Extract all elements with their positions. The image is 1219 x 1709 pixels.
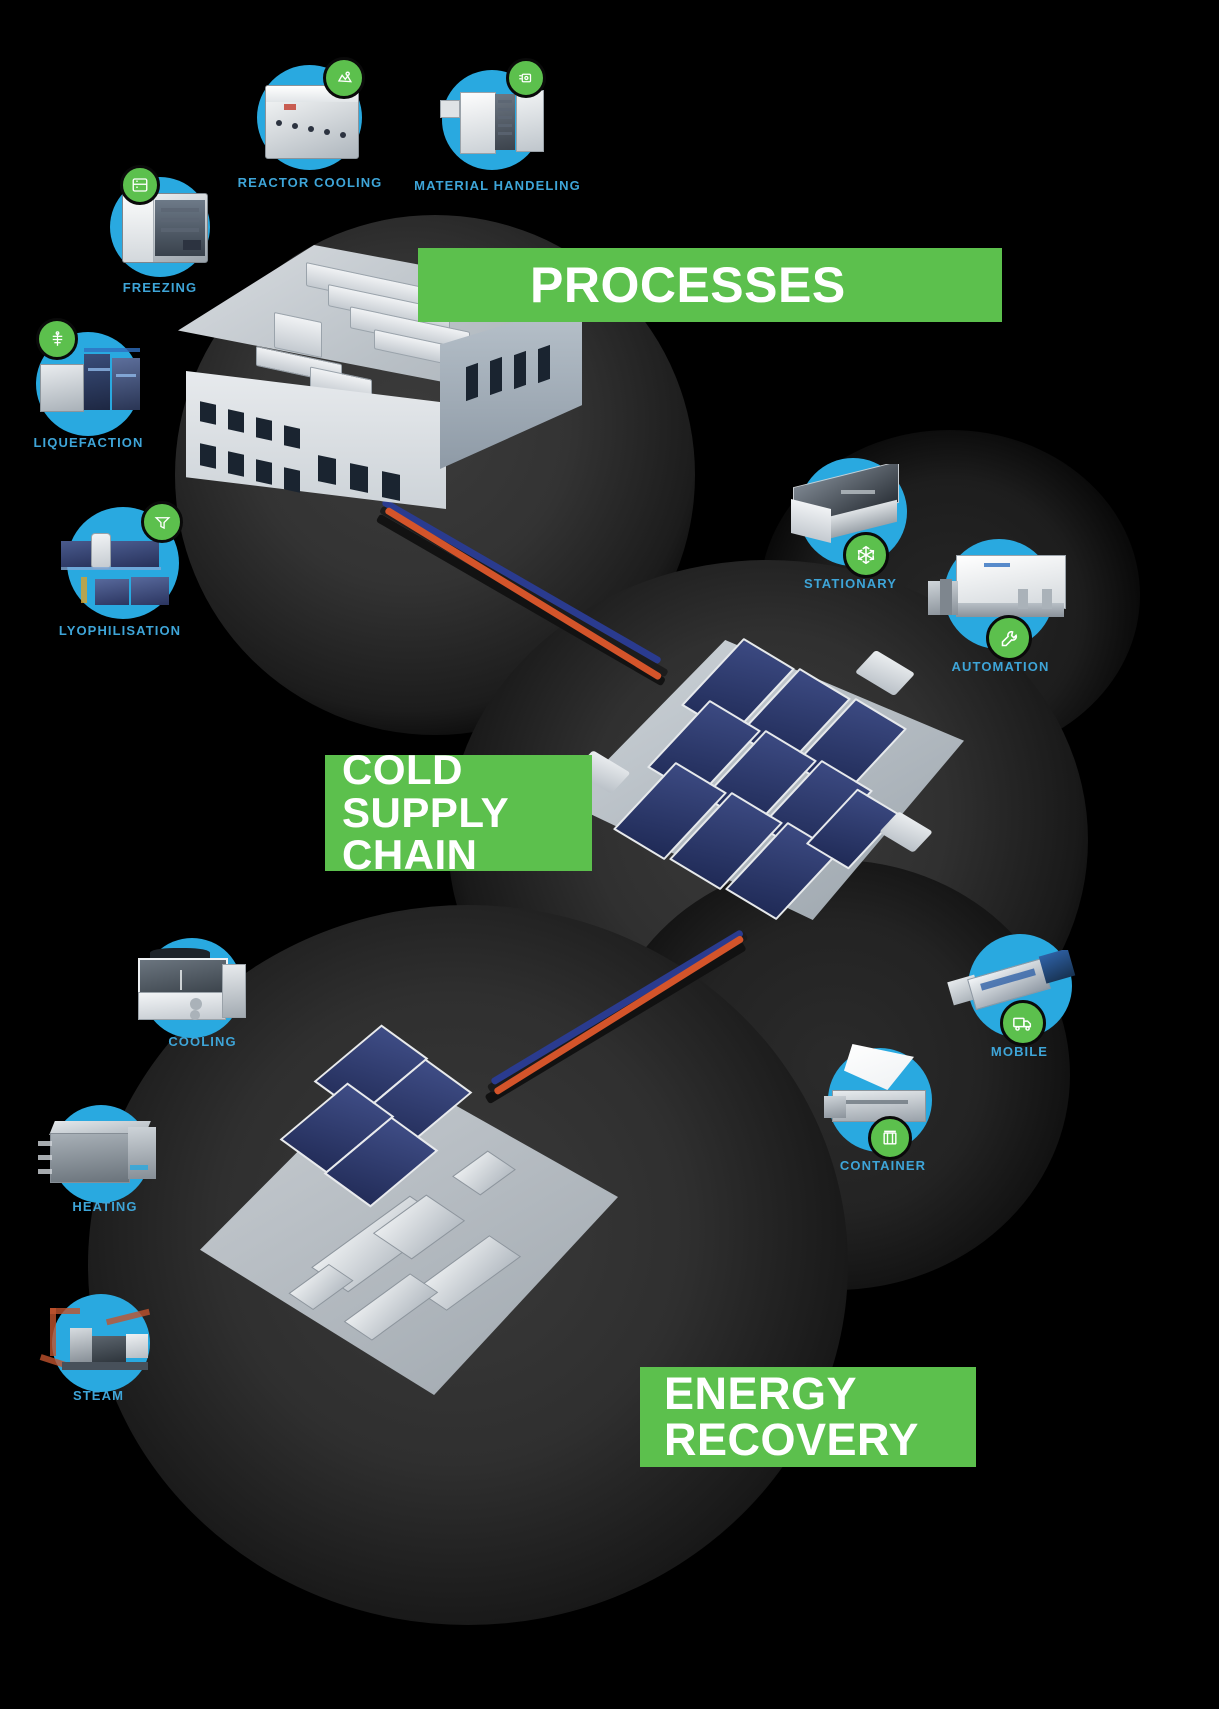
node-reactor-cooling[interactable]: REACTOR COOLING	[238, 55, 381, 205]
node-mobile[interactable]: MOBILE	[947, 918, 1087, 1068]
steam-product-image	[34, 1304, 164, 1388]
material-handeling-product-image	[440, 90, 552, 156]
lyophilisation-icon	[141, 501, 183, 543]
node-heating[interactable]: HEATING	[20, 1095, 170, 1225]
energy-recovery-plant-illustration	[200, 1005, 620, 1425]
node-freezing[interactable]: FREEZING	[100, 165, 220, 315]
node-cooling[interactable]: COOLING	[120, 930, 260, 1060]
reactor-cooling-product-image	[265, 85, 359, 159]
material-icon	[506, 58, 546, 98]
node-cooling-label: COOLING	[168, 1034, 237, 1049]
stationary-product-image	[791, 464, 905, 546]
banner-cold-line-1: COLD	[342, 745, 463, 793]
node-material-handeling[interactable]: MATERIAL HANDELING	[414, 58, 580, 208]
snowflake-icon	[843, 532, 889, 578]
node-material-handeling-label: MATERIAL HANDELING	[414, 178, 581, 193]
banner-energy-line-2: RECOVERY	[664, 1414, 919, 1465]
freezer-icon	[120, 165, 160, 205]
node-reactor-cooling-label: REACTOR COOLING	[237, 175, 383, 190]
banner-cold-line-3: CHAIN	[342, 831, 478, 879]
node-liquefaction[interactable]: LIQUEFACTION	[18, 310, 158, 460]
banner-energy-recovery: ENERGY RECOVERY	[640, 1367, 976, 1467]
cooling-product-image	[132, 948, 250, 1030]
banner-processes: PROCESSES	[418, 248, 1002, 322]
node-freezing-label: FREEZING	[122, 280, 198, 295]
node-lyophilisation[interactable]: LYOPHILISATION	[45, 495, 195, 645]
container-icon	[868, 1116, 912, 1160]
node-mobile-label: MOBILE	[990, 1044, 1049, 1059]
banner-energy-line-1: ENERGY	[664, 1368, 858, 1420]
node-liquefaction-label: LIQUEFACTION	[33, 435, 144, 450]
truck-icon	[1000, 1000, 1046, 1046]
node-lyophilisation-label: LYOPHILISATION	[58, 623, 182, 638]
node-steam[interactable]: STEAM	[28, 1288, 168, 1418]
reactor-icon	[323, 57, 365, 99]
automation-product-image	[926, 547, 1066, 633]
liquefaction-product-image	[38, 344, 144, 420]
heating-product-image	[38, 1115, 163, 1195]
node-automation-label: AUTOMATION	[951, 659, 1050, 674]
container-product-image	[816, 1044, 946, 1140]
node-automation[interactable]: AUTOMATION	[918, 525, 1078, 675]
banner-processes-label: PROCESSES	[530, 256, 846, 313]
node-container-label: CONTAINER	[839, 1158, 927, 1173]
banner-cold-supply-chain: COLD SUPPLY CHAIN	[325, 748, 592, 876]
lyophilisation-product-image	[59, 521, 181, 613]
liquefaction-icon	[36, 318, 78, 360]
wrench-icon	[986, 615, 1032, 661]
cold-supply-chain-solar-illustration	[566, 600, 966, 950]
banner-cold-line-2: SUPPLY	[342, 788, 510, 836]
node-heating-label: HEATING	[72, 1199, 138, 1214]
node-stationary-label: STATIONARY	[803, 576, 898, 591]
node-stationary[interactable]: STATIONARY	[785, 450, 915, 600]
node-container[interactable]: CONTAINER	[812, 1030, 952, 1185]
node-steam-label: STEAM	[73, 1388, 124, 1403]
